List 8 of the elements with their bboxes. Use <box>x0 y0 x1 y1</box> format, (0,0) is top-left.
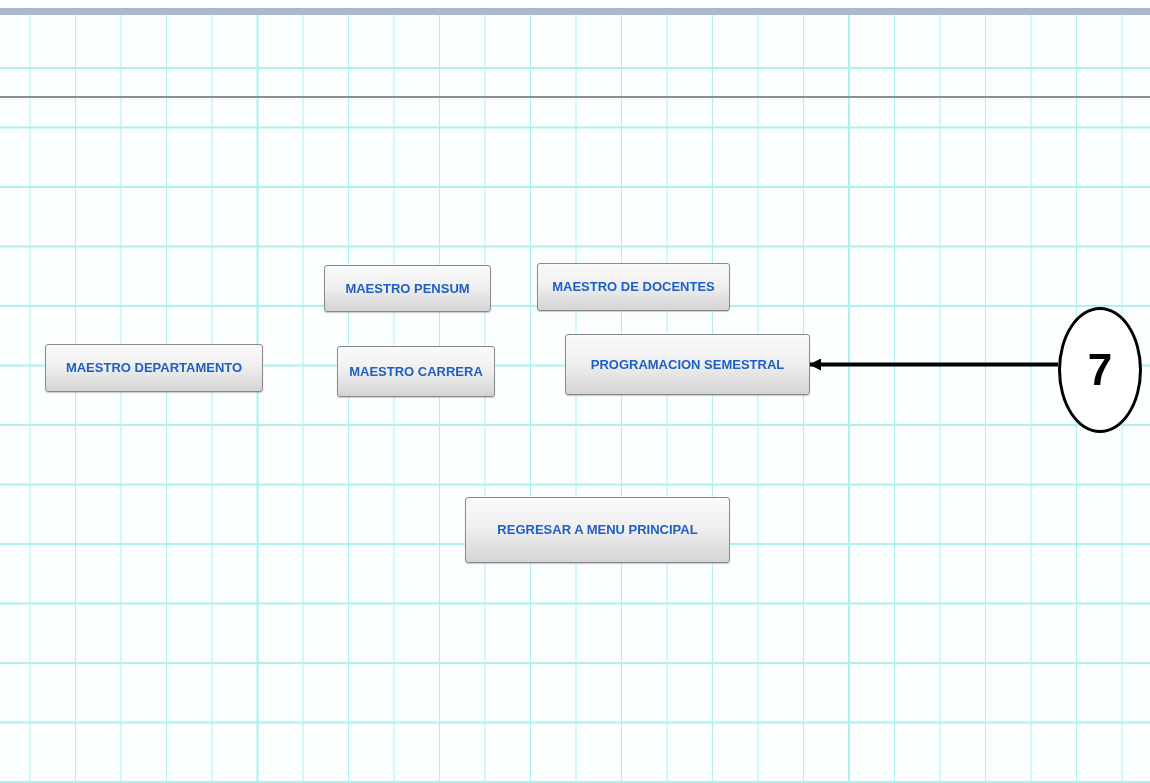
arrow <box>809 358 1058 371</box>
callout-number: 7 <box>1087 348 1113 392</box>
menu-button: MAESTRO DEPARTAMENTO <box>45 344 263 392</box>
menu-button: MAESTRO CARRERA <box>337 346 495 397</box>
menu-button: REGRESAR A MENU PRINCIPAL <box>465 497 730 563</box>
menu-button: MAESTRO PENSUM <box>324 265 491 312</box>
menu-button: PROGRAMACION SEMESTRAL <box>565 334 810 395</box>
menu-button: MAESTRO DE DOCENTES <box>537 263 730 311</box>
